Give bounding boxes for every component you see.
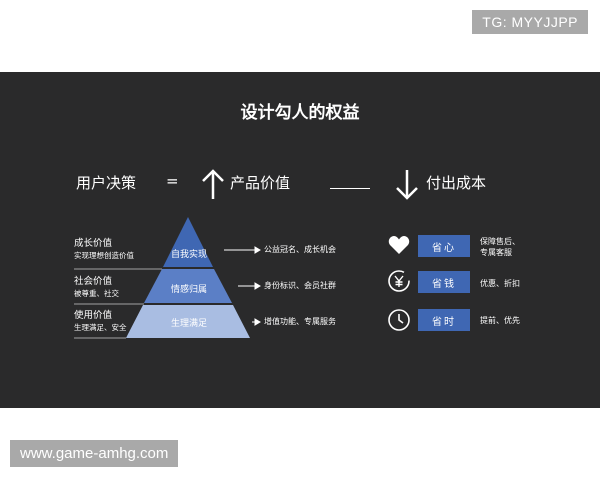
equation-minus-term: 付出成本 xyxy=(426,174,487,192)
slide: 设计勾人的权益 用户决策 = 产品价值 付出成本 自我实现 情感归属 生理满足 … xyxy=(0,72,600,408)
left-sub: 实现理想创造价值 xyxy=(74,251,134,260)
watermark-top: TG: MYYJJPP xyxy=(472,10,588,34)
left-sub: 生理满足、安全 xyxy=(74,323,127,332)
minus-dash xyxy=(330,188,370,189)
clock-icon xyxy=(388,309,410,331)
watermark-bottom: www.game-amhg.com xyxy=(10,440,179,467)
down-arrow-icon xyxy=(396,170,418,200)
badge-peace-of-mind: 省心 xyxy=(418,235,470,257)
left-label-growth: 成长价值 实现理想创造价值 xyxy=(74,237,134,262)
equation-lhs: 用户决策 xyxy=(76,174,137,192)
pyramid-label-top: 自我实现 xyxy=(170,250,207,260)
benefit-save-time: 提前、优先 xyxy=(480,315,520,326)
left-sub: 被尊重、社交 xyxy=(74,289,119,298)
benefit-save-money: 优惠、折扣 xyxy=(480,278,520,289)
pyramid-label-bottom: 生理满足 xyxy=(170,319,207,329)
left-label-social: 社会价值 被尊重、社交 xyxy=(74,275,119,300)
benefit-line: 保障售后、 xyxy=(480,237,520,246)
connector-arrows xyxy=(224,246,261,326)
yuan-icon xyxy=(388,270,410,292)
pyramid-level-middle xyxy=(144,269,232,303)
benefit-line: 专属客服 xyxy=(480,248,512,257)
benefit-line: 优惠、折扣 xyxy=(480,279,520,288)
badge-save-money: 省钱 xyxy=(418,271,470,293)
badge-save-time: 省时 xyxy=(418,309,470,331)
pyramid xyxy=(74,217,261,339)
pyramid-level-top xyxy=(163,217,213,267)
right-text-bottom: 增值功能、专属服务 xyxy=(264,317,336,326)
benefit-line: 提前、优先 xyxy=(480,316,520,325)
right-text-middle: 身份标识、会员社群 xyxy=(264,281,336,290)
heart-icon xyxy=(388,236,410,254)
pyramid-label-middle: 情感归属 xyxy=(170,285,207,295)
benefit-peace-of-mind: 保障售后、 专属客服 xyxy=(480,236,520,258)
left-title: 社会价值 xyxy=(74,276,113,287)
equation-plus-term: 产品价值 xyxy=(230,174,291,192)
right-text-top: 公益冠名、成长机会 xyxy=(264,245,336,254)
left-title: 使用价值 xyxy=(74,310,113,321)
pyramid-level-bottom xyxy=(126,305,250,338)
equation-equals: = xyxy=(166,172,179,190)
slide-title: 设计勾人的权益 xyxy=(240,103,360,123)
up-arrow-icon xyxy=(202,169,224,199)
left-title: 成长价值 xyxy=(74,238,113,249)
left-label-use: 使用价值 生理满足、安全 xyxy=(74,309,127,334)
